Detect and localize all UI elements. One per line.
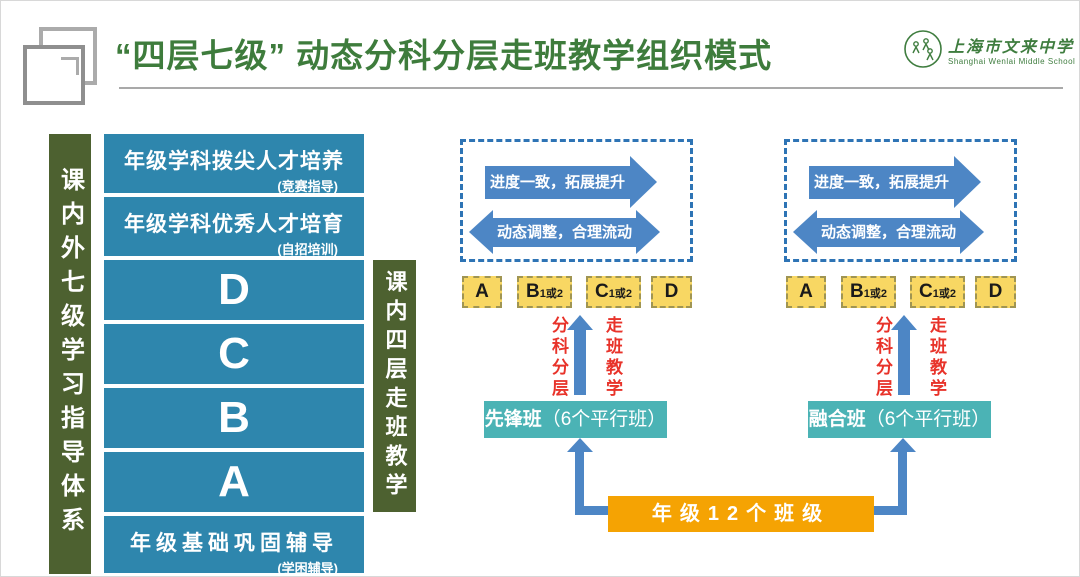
pioneer-class-box: 先锋班（6个平行班） — [484, 401, 667, 438]
process-label-split: 分科分层 — [549, 316, 568, 400]
arrow-left-head-icon — [469, 210, 493, 254]
process-label-split: 分科分层 — [873, 316, 892, 400]
level-d: D — [104, 260, 364, 320]
adjust-arrow: 动态调整，合理流动 — [469, 210, 661, 254]
title-divider — [119, 87, 1063, 89]
tier-box-d: D — [651, 276, 692, 308]
connector-right-arrowhead-icon — [890, 438, 916, 452]
connector-left-arrowhead-icon — [567, 438, 593, 452]
level-a: A — [104, 452, 364, 512]
tier-box-c: C1或2 — [586, 276, 641, 308]
fusion-class-group: 进度一致，拓展提升 动态调整，合理流动 A B1或2 C1或2 D 分科分层 走… — [784, 134, 1018, 444]
school-name-chinese: 上海市文来中学 — [948, 38, 1075, 56]
connector-left-vertical — [575, 451, 584, 515]
arrow-right-head-icon — [630, 156, 658, 208]
level-excellent-talent: 年级学科优秀人才培育 (自招培训) — [104, 197, 364, 257]
flow-dashed-box: 进度一致，拓展提升 动态调整，合理流动 — [784, 139, 1017, 262]
up-arrow-head-icon — [891, 315, 917, 330]
level-foundation: 年级基础巩固辅导 (学困辅导) — [104, 516, 364, 576]
connector-left-horizontal — [575, 506, 611, 515]
tier-box-b: B1或2 — [517, 276, 572, 308]
tier-box-b: B1或2 — [841, 276, 896, 308]
adjust-arrow: 动态调整，合理流动 — [793, 210, 985, 254]
school-logo: 上海市文来中学 Shanghai Wenlai Middle School — [903, 29, 1075, 69]
up-arrow-head-icon — [567, 315, 593, 330]
level-top-talent: 年级学科拨尖人才培养 (竞赛指导) — [104, 134, 364, 194]
tier-box-a: A — [786, 276, 826, 308]
grade-classes-box: 年级12个班级 — [608, 496, 874, 532]
connector-right-vertical — [898, 451, 907, 515]
up-arrow-body — [898, 329, 910, 395]
tier-box-d: D — [975, 276, 1016, 308]
process-label-walk: 走班教学 — [927, 316, 946, 400]
tier-box-c: C1或2 — [910, 276, 965, 308]
up-arrow-body — [574, 329, 586, 395]
corner-decoration-bracket — [61, 57, 79, 75]
school-name-english: Shanghai Wenlai Middle School — [948, 56, 1076, 66]
arrow-right-head-icon — [636, 210, 661, 254]
fusion-class-box: 融合班（6个平行班） — [808, 401, 991, 438]
process-label-walk: 走班教学 — [603, 316, 622, 400]
progress-arrow: 进度一致，拓展提升 — [485, 156, 658, 208]
arrow-left-head-icon — [793, 210, 817, 254]
level-b: B — [104, 388, 364, 448]
seven-level-column: 年级学科拨尖人才培养 (竞赛指导) 年级学科优秀人才培育 (自招培训) D C … — [104, 134, 364, 576]
tier-box-a: A — [462, 276, 502, 308]
arrow-right-head-icon — [954, 156, 982, 208]
connector-right-horizontal — [871, 506, 907, 515]
progress-arrow: 进度一致，拓展提升 — [809, 156, 982, 208]
school-seal-icon — [904, 30, 942, 68]
left-system-bar: 课内外七级学习指导体系 — [49, 134, 91, 574]
pioneer-class-group: 进度一致，拓展提升 动态调整，合理流动 A B1或2 C1或2 D 分科分层 走… — [460, 134, 694, 444]
flow-dashed-box: 进度一致，拓展提升 动态调整，合理流动 — [460, 139, 693, 262]
page-title: “四层七级” 动态分科分层走班教学组织模式 — [115, 37, 773, 74]
level-c: C — [104, 324, 364, 384]
four-layer-bar: 课内四层走班教学 — [373, 260, 416, 512]
corner-decoration-square-front — [23, 45, 85, 105]
arrow-right-head-icon — [960, 210, 985, 254]
